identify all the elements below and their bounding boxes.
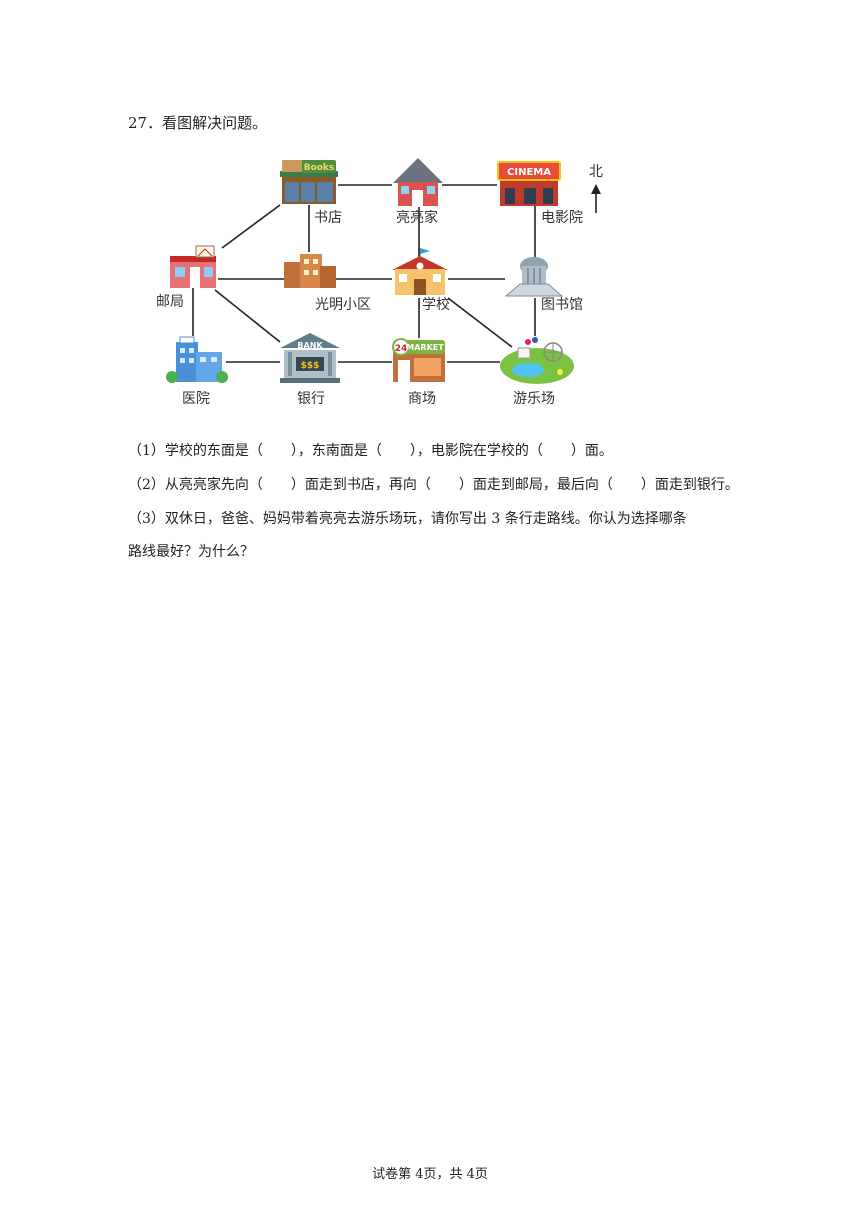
map-diagram: 北 Books 书店 亮亮家 CINEMA 电影院 xyxy=(156,158,603,407)
label-mall: 商场 xyxy=(408,391,436,407)
label-bank: 银行 xyxy=(297,391,325,407)
road-bookstore-post xyxy=(221,204,281,249)
label-guangming: 光明小区 xyxy=(315,297,371,313)
label-post-office: 邮局 xyxy=(156,294,184,310)
label-bookstore: 书店 xyxy=(314,210,342,226)
cinema-icon: CINEMA xyxy=(497,161,561,206)
road-lines xyxy=(192,184,536,363)
question-part-1: （1）学校的东面是（ ），东南面是（ ），电影院在学校的（ ）面。 xyxy=(128,443,613,459)
road-post-bank xyxy=(214,289,281,343)
question-title: 27．看图解决问题。 xyxy=(128,114,268,132)
library-icon xyxy=(504,257,564,297)
bank-icon: BANK $$$ xyxy=(280,333,340,383)
market-24-text: 24 xyxy=(395,344,408,354)
market-sign-text: MARKET xyxy=(406,343,444,352)
question-part-2: （2）从亮亮家先向（ ）面走到书店，再向（ ）面走到邮局，最后向（ ）面走到银行… xyxy=(128,477,739,493)
page-footer: 试卷第 4页，共 4页 xyxy=(372,1167,488,1182)
label-cinema: 电影院 xyxy=(541,210,583,226)
label-school: 学校 xyxy=(422,296,450,313)
north-label: 北 xyxy=(589,164,603,180)
label-hospital: 医院 xyxy=(182,391,210,407)
bank-sign-text: BANK xyxy=(297,341,323,350)
label-home: 亮亮家 xyxy=(396,209,438,226)
bank-money-text: $$$ xyxy=(301,361,320,371)
market-icon: 24 MARKET xyxy=(392,338,445,382)
question-part-3-continued: 路线最好？为什么？ xyxy=(128,544,254,560)
bookstore-sign-text: Books xyxy=(304,163,335,173)
school-icon xyxy=(392,248,448,295)
road-school-park xyxy=(447,297,513,348)
north-arrow: 北 xyxy=(589,164,603,213)
bookstore-icon: Books xyxy=(280,160,338,204)
hospital-icon xyxy=(166,336,228,383)
label-park: 游乐场 xyxy=(513,391,555,407)
question-part-3: （3）双休日，爸爸、妈妈带着亮亮去游乐场玩，请你写出 3 条行走路线。你认为选择… xyxy=(128,511,687,527)
amusement-park-icon xyxy=(500,337,574,384)
cinema-sign-text: CINEMA xyxy=(507,167,551,178)
post-office-icon xyxy=(170,245,216,288)
residential-icon xyxy=(284,254,336,288)
label-library: 图书馆 xyxy=(541,297,583,313)
house-icon xyxy=(393,158,443,206)
